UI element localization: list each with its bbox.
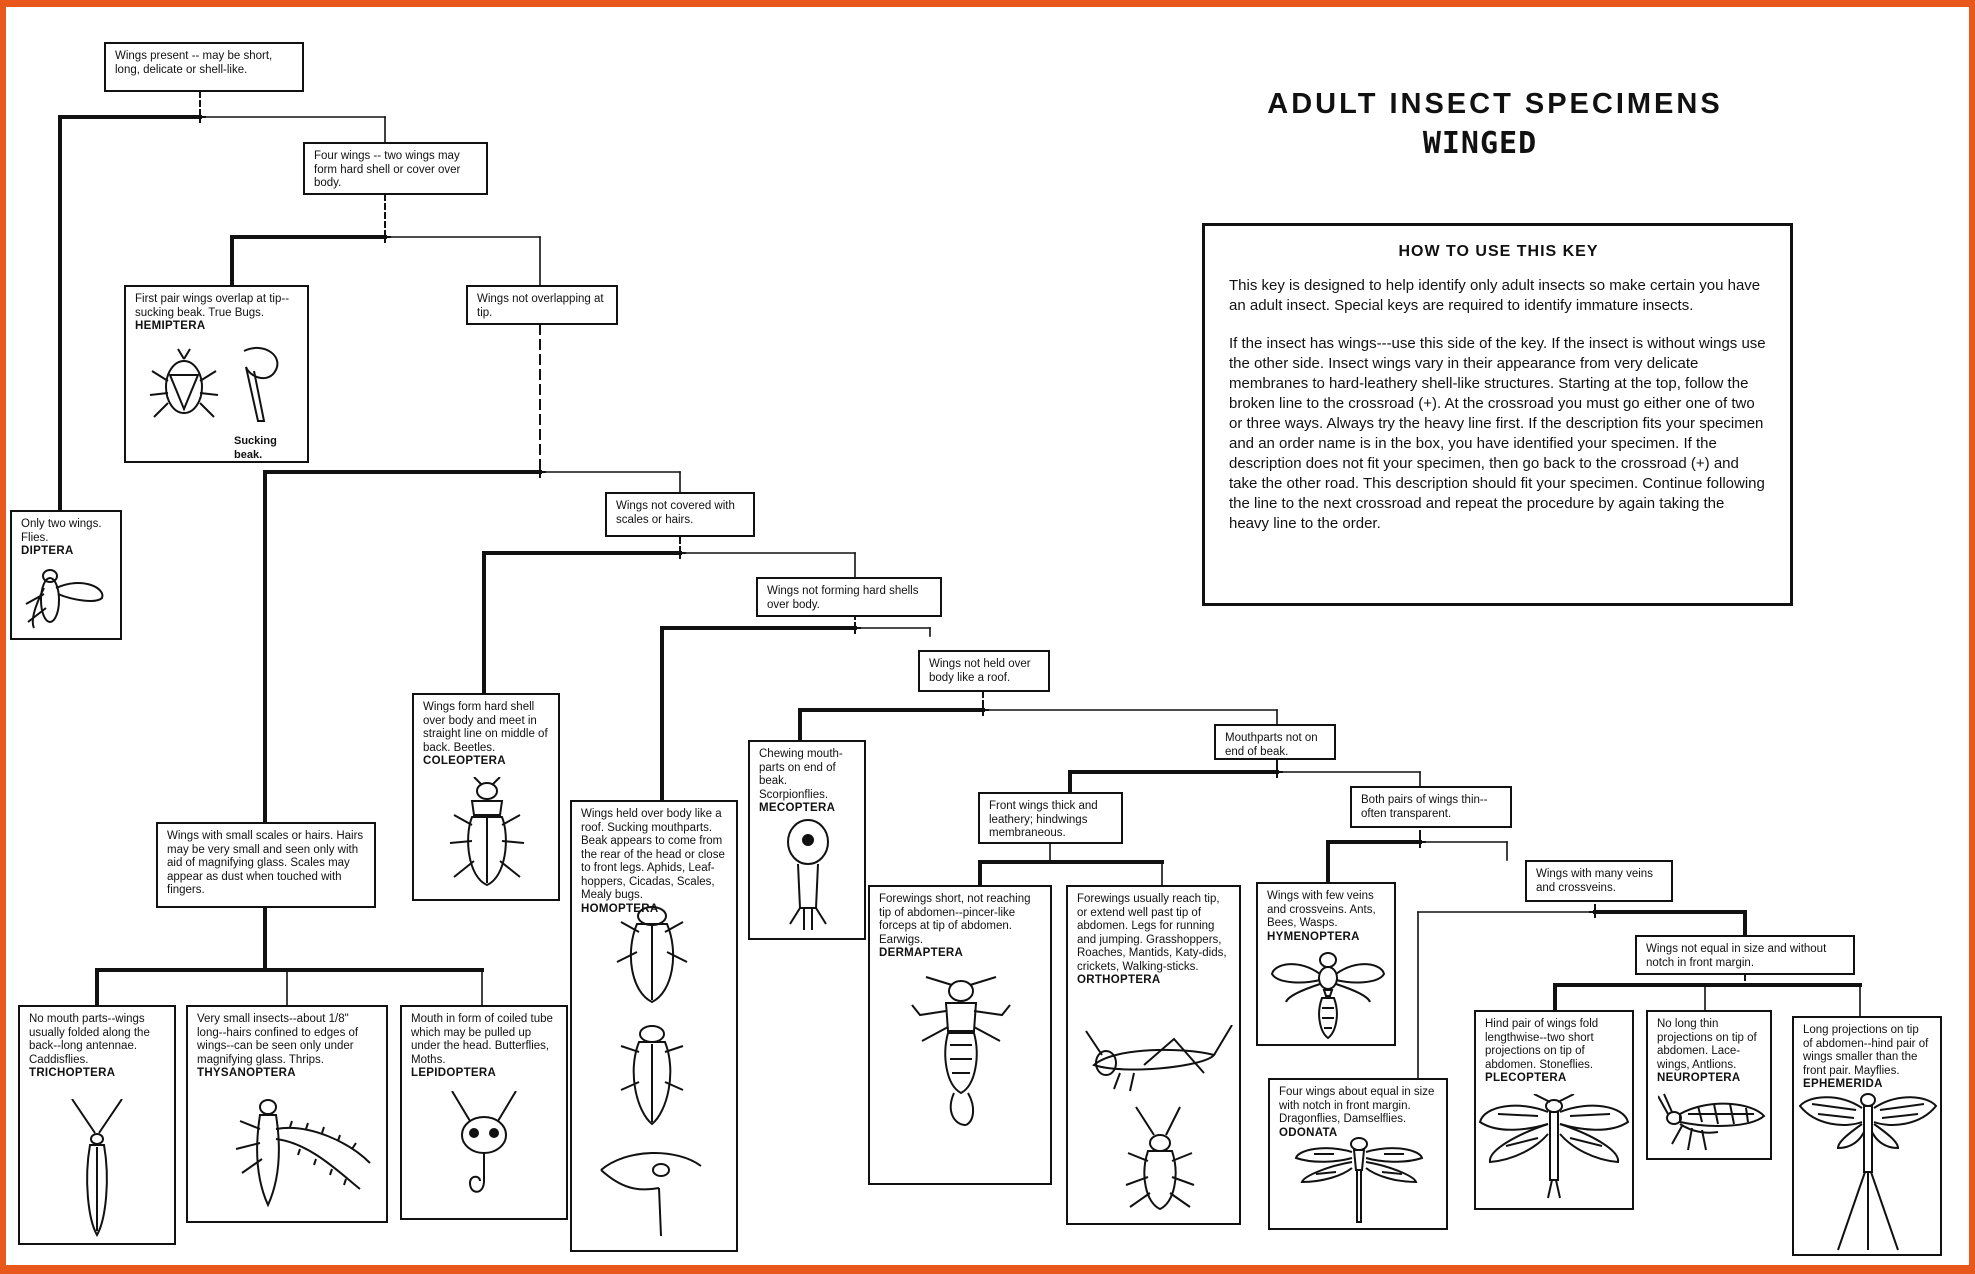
thrips-icon [235,1099,371,1208]
order-lepidoptera: LEPIDOPTERA [411,1067,497,1079]
order-hemiptera: HEMIPTERA [135,320,206,332]
beetle-icon [449,777,525,887]
node-not-held-roof-text: Wings not held over body like a roof. [929,658,1031,684]
node-ephemerida-text: Long projections on tip of abdomen--hind… [1803,1024,1929,1077]
true-bug-icon [149,346,279,422]
node-mecoptera-text: Chewing mouth-parts on end of beak. Scor… [759,748,843,801]
node-hymenoptera-text: Wings with few veins and crossveins. Ant… [1267,890,1376,929]
order-orthoptera: ORTHOPTERA [1077,974,1161,986]
node-both-pairs-thin-text: Both pairs of wings thin-- often transpa… [1361,794,1488,820]
scorpionfly-head-icon [787,819,829,930]
node-ephemerida: Long projections on tip of abdomen--hind… [1792,1016,1942,1256]
node-hemiptera: First pair wings overlap at tip-- suckin… [124,285,309,463]
node-coleoptera: Wings form hard shell over body and meet… [412,693,560,901]
node-diptera-text: Only two wings. Flies. [21,518,102,544]
node-wings-not-overlapping: Wings not overlapping at tip. [466,285,618,325]
node-many-veins: Wings with many veins and crossveins. [1525,860,1673,902]
moth-head-icon [451,1091,517,1193]
node-not-held-roof: Wings not held over body like a roof. [918,650,1050,692]
how-to-heading: HOW TO USE THIS KEY [1398,243,1599,260]
dragonfly-icon [1294,1137,1424,1223]
node-not-equal-size: Wings not equal in size and without notc… [1635,935,1855,975]
node-orthoptera-text: Forewings usually reach tip, or extend w… [1077,893,1227,973]
node-lepidoptera: Mouth in form of coiled tube which may b… [400,1005,568,1220]
node-mecoptera: Chewing mouth-parts on end of beak. Scor… [748,740,866,940]
node-wings-present: Wings present -- may be short, long, del… [104,42,304,92]
node-wings-not-overlapping-text: Wings not overlapping at tip. [477,293,604,319]
earwig-icon [911,976,1011,1126]
wasp-icon [1270,952,1386,1040]
order-dermaptera: DERMAPTERA [879,947,964,959]
stonefly-icon [1478,1094,1630,1199]
node-thysanoptera-text: Very small insects--about 1/8" long--hai… [197,1013,359,1066]
node-not-covered-scales-text: Wings not covered with scales or hairs. [616,500,735,526]
order-neuroptera: NEUROPTERA [1657,1072,1741,1084]
node-plecoptera-text: Hind pair of wings fold lengthwise--two … [1485,1018,1599,1071]
node-coleoptera-text: Wings form hard shell over body and meet… [423,701,548,754]
node-trichoptera: No mouth parts--wings usually folded alo… [18,1005,176,1245]
node-not-forming-shell: Wings not forming hard shells over body. [756,577,942,617]
order-odonata: ODONATA [1279,1126,1338,1139]
node-lepidoptera-text: Mouth in form of coiled tube which may b… [411,1013,553,1066]
caddisfly-icon [71,1099,123,1238]
order-hymenoptera: HYMENOPTERA [1267,930,1360,943]
node-homoptera-text: Wings held over body like a roof. Suckin… [581,808,725,901]
node-four-wings: Four wings -- two wings may form hard sh… [303,142,488,195]
node-homoptera: Wings held over body like a roof. Suckin… [570,800,738,1252]
node-mouthparts-not-beak-text: Mouthparts not on end of beak. [1225,732,1318,758]
how-to-paragraph-1: This key is designed to help identify on… [1229,277,1761,314]
order-mecoptera: MECOPTERA [759,802,836,814]
node-four-wings-text: Four wings -- two wings may form hard sh… [314,150,461,189]
order-ephemerida: EPHEMERIDA [1803,1078,1883,1090]
node-scales-hairs-text: Wings with small scales or hairs. Hairs … [167,830,364,896]
cicada-leafhopper-icon [600,906,702,1237]
page-title: ADULT INSECT SPECIMENS [1267,88,1723,120]
node-thysanoptera: Very small insects--about 1/8" long--hai… [186,1005,388,1223]
node-front-wings-thick-text: Front wings thick and leathery; hindwing… [989,800,1098,839]
node-not-covered-scales: Wings not covered with scales or hairs. [605,492,755,537]
lacewing-icon [1658,1093,1766,1151]
node-hymenoptera: Wings with few veins and crossveins. Ant… [1256,882,1396,1046]
node-neuroptera: No long thin projections on tip of abdom… [1646,1010,1772,1160]
node-both-pairs-thin: Both pairs of wings thin-- often transpa… [1350,786,1512,828]
node-front-wings-thick: Front wings thick and leathery; hindwing… [978,792,1123,844]
node-dermaptera: Forewings short, not reaching tip of abd… [868,885,1052,1185]
mayfly-icon [1798,1093,1938,1251]
node-trichoptera-text: No mouth parts--wings usually folded alo… [29,1013,150,1066]
order-trichoptera: TRICHOPTERA [29,1067,116,1079]
node-not-forming-shell-text: Wings not forming hard shells over body. [767,585,919,611]
node-orthoptera: Forewings usually reach tip, or extend w… [1066,885,1241,1225]
order-diptera: DIPTERA [21,545,74,557]
order-coleoptera: COLEOPTERA [423,755,506,767]
node-hemiptera-text: First pair wings overlap at tip-- suckin… [135,293,290,319]
fly-icon [25,569,104,629]
page-subtitle: WINGED [1422,126,1538,161]
node-wings-present-text: Wings present -- may be short, long, del… [115,50,273,76]
how-to-paragraph-2: If the insect has wings---use this side … [1229,335,1766,532]
node-odonata-text: Four wings about equal in size with notc… [1279,1086,1435,1125]
how-to-use-panel: HOW TO USE THIS KEY This key is designed… [1202,223,1793,606]
order-plecoptera: PLECOPTERA [1485,1072,1567,1084]
node-plecoptera: Hind pair of wings fold lengthwise--two … [1474,1010,1634,1210]
node-neuroptera-text: No long thin projections on tip of abdom… [1657,1018,1757,1071]
order-thysanoptera: THYSANOPTERA [197,1067,296,1079]
node-odonata: Four wings about equal in size with notc… [1268,1078,1448,1230]
node-mouthparts-not-beak: Mouthparts not on end of beak. [1214,724,1336,760]
node-scales-hairs: Wings with small scales or hairs. Hairs … [156,822,376,908]
node-diptera: Only two wings. Flies. DIPTERA [10,510,122,640]
hemiptera-caption: Sucking beak. [234,435,277,461]
node-many-veins-text: Wings with many veins and crossveins. [1536,868,1653,894]
grasshopper-roach-icon [1085,1025,1233,1211]
node-dermaptera-text: Forewings short, not reaching tip of abd… [879,893,1031,946]
node-not-equal-size-text: Wings not equal in size and without notc… [1646,943,1827,969]
